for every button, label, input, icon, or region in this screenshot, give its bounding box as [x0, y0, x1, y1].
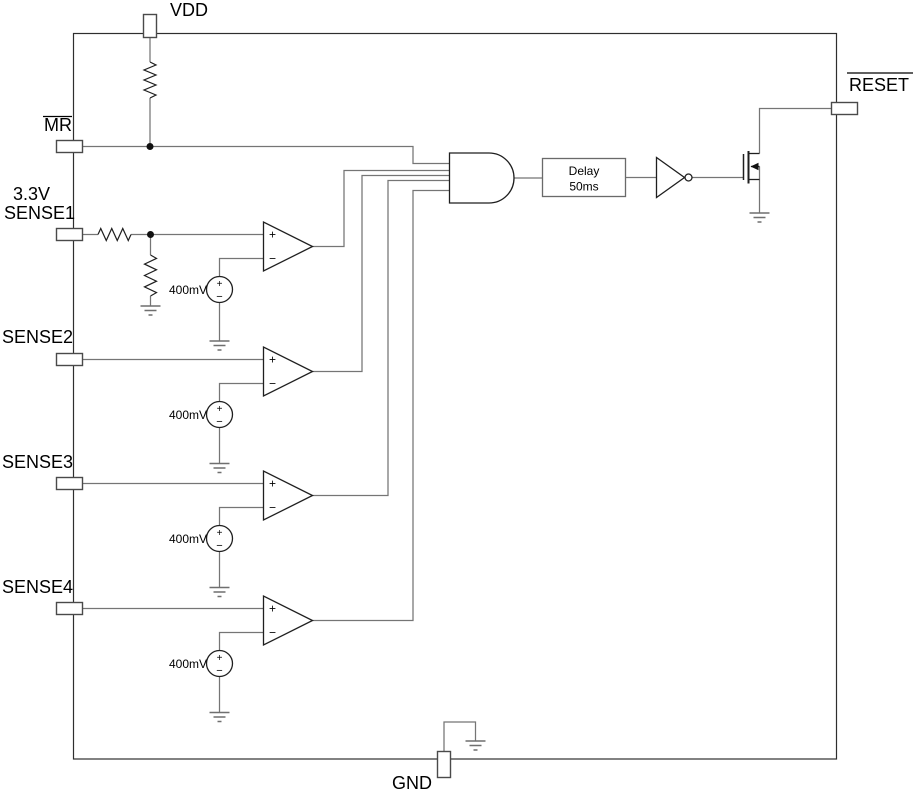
sense4-pin-label: SENSE4: [2, 577, 73, 597]
comparator-3-plus-label: +: [269, 477, 276, 491]
reset-pin: [830, 101, 859, 116]
sense3-pin-label: SENSE3: [2, 452, 73, 472]
gnd-pin-label: GND: [392, 773, 432, 793]
reference-source-3-plus: +: [217, 528, 223, 539]
wire-comp2-to-and: [312, 174, 450, 373]
wire-comp1-minus: [218, 257, 264, 277]
comparator-2-plus-label: +: [269, 353, 276, 367]
wire-comp1-to-and: [312, 169, 450, 248]
inverter-bubble: [684, 173, 693, 182]
reference-source-1-body: [205, 275, 234, 304]
wires: [82, 37, 832, 752]
sense1-pin: [55, 227, 84, 242]
sense2-pin: [55, 352, 84, 367]
mr-pin: [55, 139, 84, 154]
reference-source-2: + − 400mV: [169, 400, 234, 429]
reference-source-4-plus: +: [217, 653, 223, 664]
mr-pin-label: MR: [44, 115, 72, 135]
reference-source-4-body: [205, 649, 234, 678]
comparator-3: + −: [262, 469, 314, 522]
reference-source-2-body: [205, 400, 234, 429]
delay-block-name: Delay: [569, 164, 600, 178]
comparator-1-minus-label: −: [269, 252, 276, 266]
wire-comp4-minus: [218, 631, 264, 651]
reset-pin-label: RESET: [849, 75, 909, 95]
reference-source-4: + − 400mV: [169, 649, 234, 678]
reference-source-3-label: 400mV: [169, 532, 207, 546]
reference-source-1-plus: +: [217, 279, 223, 290]
comparator-2: + −: [262, 345, 314, 398]
wire-comp4-to-and: [312, 189, 450, 622]
delay-block-body: [541, 157, 627, 198]
comparator-3-body: [262, 469, 314, 522]
wire-drain-to-reset: [758, 107, 832, 154]
nmos-transistor: [742, 151, 760, 184]
gnd-pin: [436, 750, 452, 779]
vdd-pin-label: VDD: [170, 0, 208, 20]
wire-comp3-to-and: [312, 179, 450, 497]
sense1-series-resistor: [97, 227, 132, 242]
reference-source-2-minus: −: [216, 416, 222, 428]
sense2-pin-label: SENSE2: [2, 327, 73, 347]
reference-source-3-minus: −: [216, 540, 222, 552]
wire-gnd-pin: [443, 721, 477, 752]
ground-source2: [209, 462, 230, 474]
nmos-arrow: [750, 162, 759, 171]
and-gate: [448, 152, 515, 204]
reference-source-1-minus: −: [216, 291, 222, 303]
wire-comp3-minus: [218, 506, 264, 526]
comparator-4-body: [262, 594, 314, 647]
ground-gnd-pin: [465, 740, 486, 751]
ground-divider: [140, 305, 161, 316]
sense3-pin: [55, 476, 84, 491]
sense1-rail-label: 3.3V: [13, 184, 50, 204]
package-pins: [55, 13, 859, 779]
junction-dot-mr: [146, 143, 154, 150]
reference-source-1-label: 400mV: [169, 283, 207, 297]
ground-mosfet: [749, 212, 770, 223]
inverter: [655, 156, 693, 199]
comparator-4-minus-label: −: [269, 626, 276, 640]
resistors: [97, 61, 158, 297]
sense1-divider-resistor: [143, 254, 158, 297]
comparator-1-body: [262, 220, 314, 273]
delay-block: Delay 50ms: [541, 157, 627, 198]
ground-symbols: [140, 212, 770, 751]
sense1-pin-label: SENSE1: [4, 203, 75, 223]
comparator-1: + −: [262, 220, 314, 273]
reference-source-3-body: [205, 524, 234, 553]
inverter-body: [655, 156, 686, 199]
reference-source-1: + − 400mV: [169, 275, 234, 304]
wire-mr-to-and: [82, 145, 450, 165]
comparator-4-plus-label: +: [269, 602, 276, 616]
comparator-1-plus-label: +: [269, 228, 276, 242]
vdd-pullup-resistor: [142, 61, 158, 99]
reference-source-2-plus: +: [217, 404, 223, 415]
sense4-pin: [55, 601, 84, 616]
ground-source4: [209, 711, 230, 723]
wire-comp2-minus: [218, 382, 264, 402]
comparator-3-minus-label: −: [269, 501, 276, 515]
comparator-2-body: [262, 345, 314, 398]
delay-block-value: 50ms: [569, 180, 598, 194]
ic-boundary: [72, 32, 838, 760]
ground-source3: [209, 586, 230, 598]
comparator-2-minus-label: −: [269, 377, 276, 391]
comparator-4: + −: [262, 594, 314, 647]
ground-source1: [209, 340, 230, 351]
junction-dot-sense1: [147, 231, 154, 238]
reference-source-3: + − 400mV: [169, 524, 234, 553]
reference-source-4-label: 400mV: [169, 657, 207, 671]
reference-source-4-minus: −: [216, 665, 222, 677]
reference-source-2-label: 400mV: [169, 408, 207, 422]
vdd-pin: [142, 13, 158, 39]
